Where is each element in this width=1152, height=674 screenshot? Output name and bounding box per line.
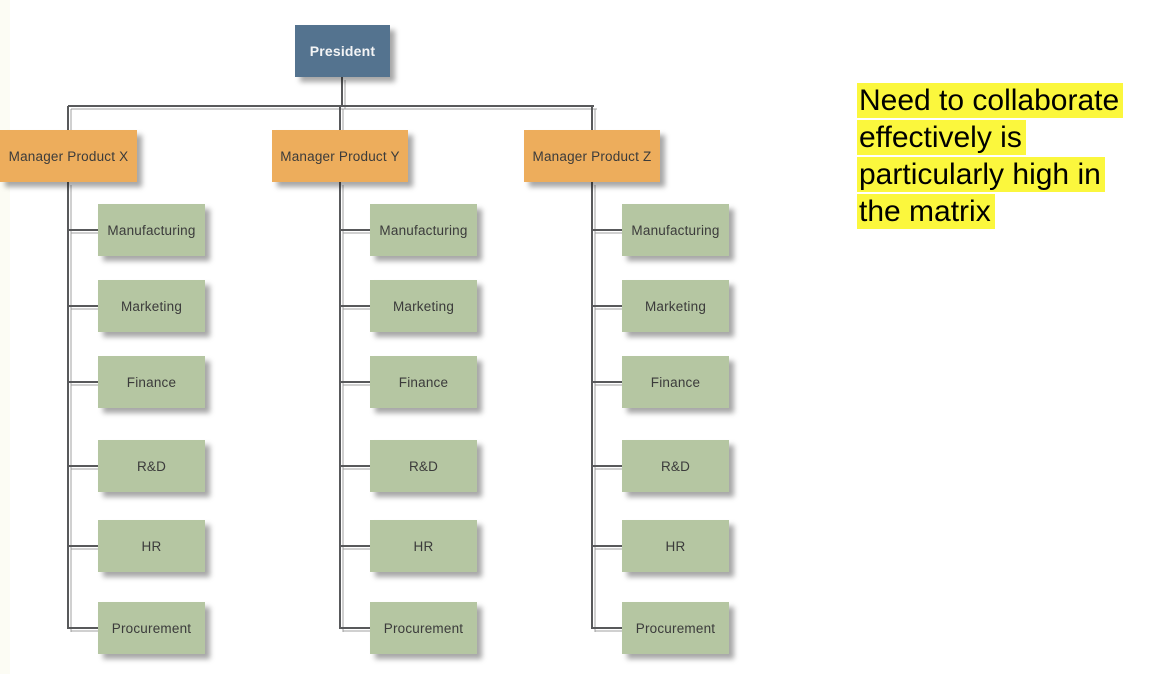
- dept-label: R&D: [136, 458, 167, 474]
- dept-box-x-finance: Finance: [98, 356, 205, 408]
- dept-label: Procurement: [111, 620, 192, 636]
- manager-z-label: Manager Product Z: [532, 148, 652, 164]
- manager-y-label: Manager Product Y: [280, 148, 400, 164]
- dept-box-z-rnd: R&D: [622, 440, 729, 492]
- connector-drop-manager-z: [591, 106, 593, 130]
- connector-stub-z-2: [592, 305, 622, 307]
- manager-box-z: Manager Product Z: [524, 130, 660, 182]
- dept-label: R&D: [660, 458, 691, 474]
- dept-box-y-marketing: Marketing: [370, 280, 477, 332]
- dept-box-y-procurement: Procurement: [370, 602, 477, 654]
- manager-x-label: Manager Product X: [8, 148, 129, 164]
- dept-box-z-hr: HR: [622, 520, 729, 572]
- dept-box-x-marketing: Marketing: [98, 280, 205, 332]
- dept-box-y-manufacturing: Manufacturing: [370, 204, 477, 256]
- connector-spine-z: [591, 182, 593, 629]
- connector-stub-y-4: [340, 465, 370, 467]
- dept-label: Manufacturing: [631, 222, 720, 238]
- dept-box-y-finance: Finance: [370, 356, 477, 408]
- president-box: President: [295, 25, 390, 77]
- dept-label: HR: [141, 538, 162, 554]
- dept-box-z-marketing: Marketing: [622, 280, 729, 332]
- dept-label: Finance: [126, 374, 177, 390]
- dept-label: Manufacturing: [379, 222, 468, 238]
- connector-stub-x-5: [68, 545, 98, 547]
- connector-stub-x-3: [68, 381, 98, 383]
- highlighted-annotation: Need to collaborate effectively is parti…: [857, 82, 1152, 230]
- dept-label: R&D: [408, 458, 439, 474]
- annotation-line: particularly high in: [857, 156, 1152, 193]
- connector-stub-y-1: [340, 229, 370, 231]
- connector-stub-y-5: [340, 545, 370, 547]
- dept-label: Finance: [398, 374, 449, 390]
- dept-label: Manufacturing: [107, 222, 196, 238]
- manager-box-y: Manager Product Y: [272, 130, 408, 182]
- annotation-text: effectively is: [857, 120, 1026, 155]
- connector-stub-z-3: [592, 381, 622, 383]
- connector-stub-z-4: [592, 465, 622, 467]
- annotation-line: the matrix: [857, 193, 1152, 230]
- annotation-line: Need to collaborate: [857, 82, 1152, 119]
- connector-drop-manager-y: [339, 106, 341, 130]
- dept-box-z-finance: Finance: [622, 356, 729, 408]
- connector-stub-y-3: [340, 381, 370, 383]
- president-label: President: [309, 43, 376, 59]
- connector-spine-y: [339, 182, 341, 629]
- dept-label: Finance: [650, 374, 701, 390]
- dept-label: Marketing: [644, 298, 707, 314]
- connector-stub-z-5: [592, 545, 622, 547]
- connector-stub-y-6: [340, 627, 370, 629]
- dept-box-x-hr: HR: [98, 520, 205, 572]
- dept-label: Procurement: [383, 620, 464, 636]
- annotation-text: particularly high in: [857, 157, 1105, 192]
- dept-box-x-rnd: R&D: [98, 440, 205, 492]
- annotation-text: Need to collaborate: [857, 83, 1124, 118]
- connector-stub-x-2: [68, 305, 98, 307]
- dept-label: HR: [413, 538, 434, 554]
- dept-box-x-procurement: Procurement: [98, 602, 205, 654]
- connector-stub-x-1: [68, 229, 98, 231]
- manager-box-x: Manager Product X: [0, 130, 137, 182]
- page-left-edge: [0, 0, 10, 674]
- dept-label: Marketing: [392, 298, 455, 314]
- dept-label: Marketing: [120, 298, 183, 314]
- connector-stub-z-6: [592, 627, 622, 629]
- connector-stub-x-6: [68, 627, 98, 629]
- dept-box-z-manufacturing: Manufacturing: [622, 204, 729, 256]
- dept-box-y-rnd: R&D: [370, 440, 477, 492]
- connector-stub-x-4: [68, 465, 98, 467]
- connector-stub-z-1: [592, 229, 622, 231]
- connector-top-bus: [68, 105, 594, 107]
- connector-drop-manager-x: [67, 106, 69, 130]
- dept-label: HR: [665, 538, 686, 554]
- annotation-text: the matrix: [857, 194, 995, 229]
- dept-box-z-procurement: Procurement: [622, 602, 729, 654]
- dept-label: Procurement: [635, 620, 716, 636]
- dept-box-x-manufacturing: Manufacturing: [98, 204, 205, 256]
- annotation-line: effectively is: [857, 119, 1152, 156]
- dept-box-y-hr: HR: [370, 520, 477, 572]
- connector-spine-x: [67, 182, 69, 629]
- connector-president-drop: [341, 77, 343, 106]
- connector-stub-y-2: [340, 305, 370, 307]
